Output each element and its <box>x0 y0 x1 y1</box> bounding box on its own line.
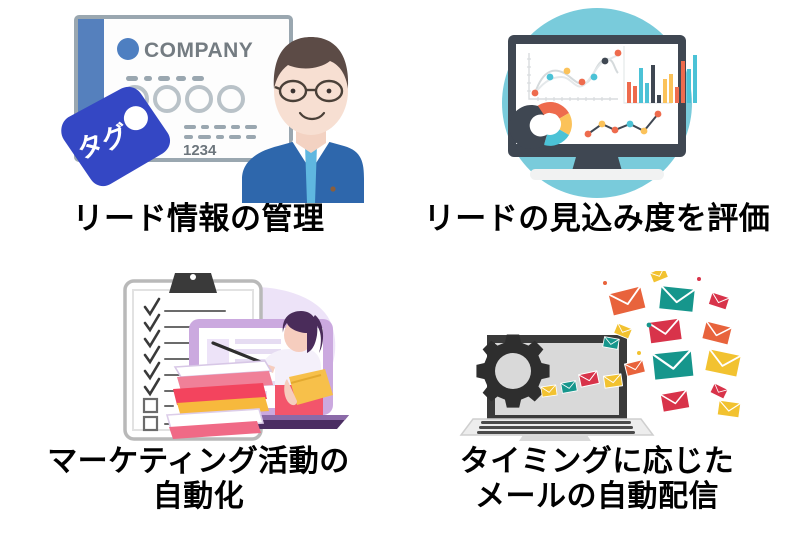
feature-caption-marketing-automation: マーケティング活動の 自動化 <box>47 445 350 514</box>
gear-icon <box>476 334 550 408</box>
gear-laptop-envelopes-svg <box>459 271 743 441</box>
monitor-neck <box>572 156 622 171</box>
monitor-analytics-svg <box>502 7 697 198</box>
illustration-monitor-analytics <box>397 0 797 205</box>
card-number-text: 1234 <box>183 142 217 159</box>
feature-caption-lead-scoring: リードの見込み度を評価 <box>423 201 771 236</box>
card-dash-row <box>125 75 204 81</box>
business-card-svg: COMPANY <box>60 14 364 203</box>
illustration-gear-laptop-envelopes <box>397 271 797 442</box>
monitor-base <box>530 168 664 180</box>
book-stack <box>165 360 273 439</box>
donut-chart <box>509 101 572 149</box>
line-chart-lower <box>584 110 662 137</box>
feature-card-marketing-automation: マーケティング活動の 自動化 <box>0 272 397 544</box>
businessman-figure <box>241 36 364 203</box>
bar-chart <box>623 45 697 104</box>
keyboard-keys <box>477 421 635 434</box>
clipboard-presenter-svg <box>122 273 349 441</box>
illustration-business-card-and-businessman: COMPANY <box>0 0 397 205</box>
feature-caption-lead-info-management: リード情報の管理 <box>72 201 325 236</box>
line-chart-upper <box>527 49 622 101</box>
tag-hole <box>123 105 148 130</box>
clipboard-clip <box>168 273 217 293</box>
glasses-icon <box>274 79 343 102</box>
card-lower-dash-rows <box>183 124 257 139</box>
feature-card-lead-scoring: リードの見込み度を評価 <box>397 0 797 272</box>
price-tag: タグ <box>60 86 170 186</box>
feature-card-lead-info-management: COMPANY <box>0 0 397 272</box>
confetti-dots <box>603 277 701 355</box>
flying-envelopes <box>540 271 743 419</box>
illustration-clipboard-and-presenter <box>0 272 397 442</box>
card-company-text: COMPANY <box>144 39 253 62</box>
feature-card-timed-email-automation: タイミングに応じた メールの自動配信 <box>397 271 797 544</box>
feature-caption-timed-email-automation: タイミングに応じた メールの自動配信 <box>459 445 735 514</box>
card-logo-dot <box>116 37 139 60</box>
presenter-figure <box>260 311 333 415</box>
